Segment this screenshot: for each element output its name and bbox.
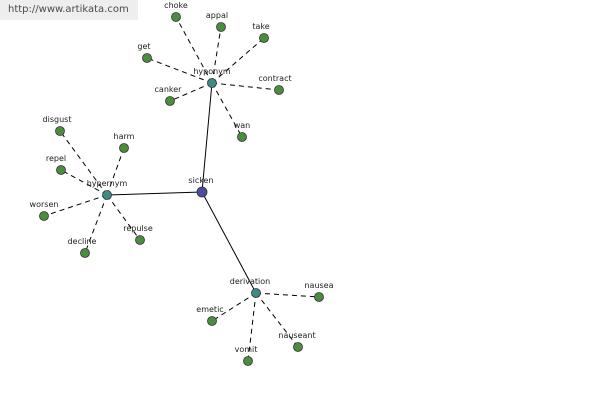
edge-hyponym-canker xyxy=(169,82,213,102)
leaf-node-contract[interactable] xyxy=(274,85,284,95)
edge-hypernym-decline xyxy=(84,194,108,254)
edge-derivation-nauseant xyxy=(255,292,299,348)
leaf-label-take[interactable]: take xyxy=(252,22,269,31)
leaf-node-nausea[interactable] xyxy=(314,292,324,302)
graph-nodes xyxy=(39,12,324,366)
leaf-label-appal[interactable]: appal xyxy=(206,11,228,20)
leaf-label-decline[interactable]: decline xyxy=(68,237,97,246)
leaf-label-worsen[interactable]: worsen xyxy=(30,200,59,209)
leaf-node-appal[interactable] xyxy=(216,22,226,32)
leaf-node-emetic[interactable] xyxy=(207,316,217,326)
hub-label-hyponym[interactable]: hyponym xyxy=(193,67,231,76)
leaf-node-nauseant[interactable] xyxy=(293,342,303,352)
leaf-label-choke[interactable]: choke xyxy=(164,1,188,10)
hub-label-hypernym[interactable]: hypernym xyxy=(87,179,128,188)
leaf-node-disgust[interactable] xyxy=(55,126,65,136)
leaf-label-vomit[interactable]: vomit xyxy=(235,345,258,354)
edge-sicken-hypernym xyxy=(106,191,203,196)
edge-hypernym-disgust xyxy=(59,130,108,196)
leaf-node-take[interactable] xyxy=(259,33,269,43)
center-node-sicken[interactable] xyxy=(196,186,208,198)
hub-node-hyponym[interactable] xyxy=(207,78,217,88)
leaf-label-contract[interactable]: contract xyxy=(258,74,291,83)
leaf-label-harm[interactable]: harm xyxy=(114,132,135,141)
leaf-node-vomit[interactable] xyxy=(243,356,253,366)
leaf-label-repulse[interactable]: repulse xyxy=(123,224,153,233)
graph-labels: choke appal take get contract canker wan disgus… xyxy=(30,1,334,354)
edge-derivation-vomit xyxy=(247,292,257,362)
center-label-sicken[interactable]: sicken xyxy=(188,176,213,185)
edge-sicken-hyponym xyxy=(201,82,213,193)
leaf-label-wan[interactable]: wan xyxy=(234,121,251,130)
leaf-label-repel[interactable]: repel xyxy=(46,154,66,163)
edge-hyponym-choke xyxy=(175,16,213,84)
edge-hyponym-contract xyxy=(211,82,280,91)
leaf-label-canker[interactable]: canker xyxy=(155,85,183,94)
leaf-node-get[interactable] xyxy=(142,53,152,63)
edge-hyponym-get xyxy=(146,57,213,84)
edge-hypernym-repulse xyxy=(106,194,141,241)
edge-hyponym-take xyxy=(211,37,265,84)
leaf-label-nauseant[interactable]: nauseant xyxy=(278,331,315,340)
leaf-node-repel[interactable] xyxy=(56,165,66,175)
leaf-node-canker[interactable] xyxy=(165,96,175,106)
hub-label-derivation[interactable]: derivation xyxy=(230,277,270,286)
edge-hypernym-worsen xyxy=(43,194,108,217)
leaf-label-emetic[interactable]: emetic xyxy=(196,305,223,314)
watermark-url: http://www.artikata.com xyxy=(0,0,138,20)
edge-hyponym-wan xyxy=(211,82,243,138)
leaf-label-disgust[interactable]: disgust xyxy=(43,115,72,124)
leaf-node-harm[interactable] xyxy=(119,143,129,153)
hub-node-derivation[interactable] xyxy=(251,288,261,298)
leaf-node-wan[interactable] xyxy=(237,132,247,142)
leaf-node-worsen[interactable] xyxy=(39,211,49,221)
edge-sicken-derivation xyxy=(201,191,257,294)
leaf-label-get[interactable]: get xyxy=(137,42,150,51)
edge-hyponym-appal xyxy=(211,26,222,84)
leaf-node-decline[interactable] xyxy=(80,248,90,258)
leaf-label-nausea[interactable]: nausea xyxy=(304,281,333,290)
graph-edges xyxy=(43,16,320,362)
leaf-node-choke[interactable] xyxy=(171,12,181,22)
hub-node-hypernym[interactable] xyxy=(102,190,112,200)
edge-derivation-nausea xyxy=(255,292,320,298)
leaf-node-repulse[interactable] xyxy=(135,235,145,245)
